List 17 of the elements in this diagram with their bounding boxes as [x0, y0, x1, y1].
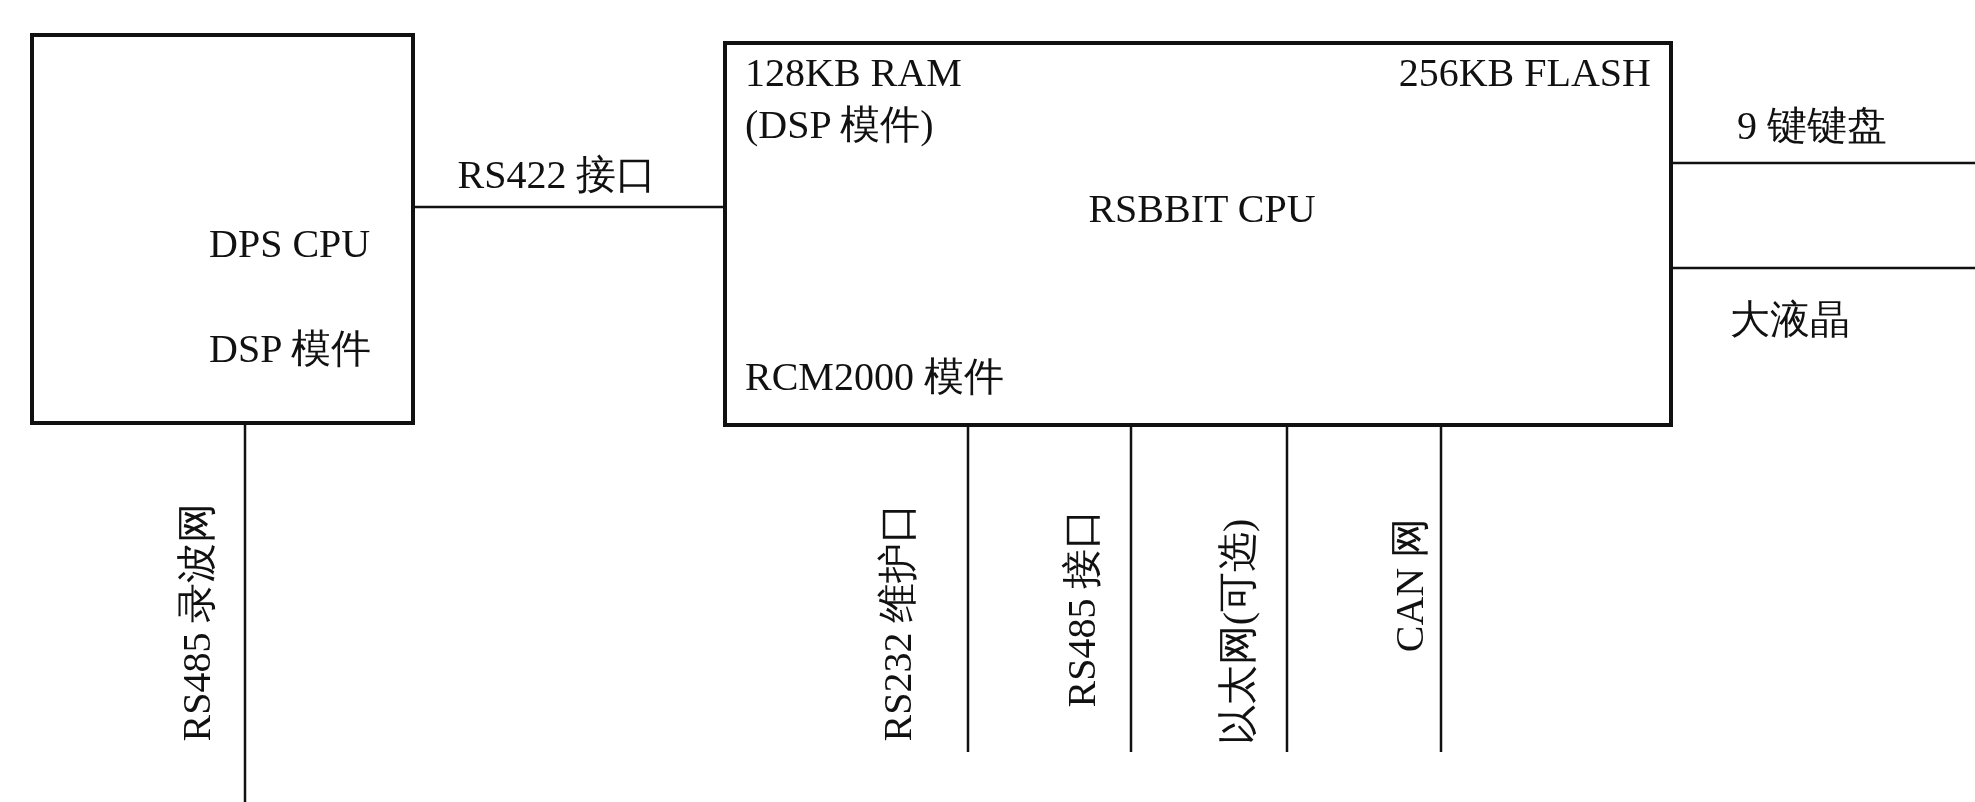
connector-line [966, 427, 970, 752]
module-label: RSBBIT CPU [1088, 187, 1316, 231]
module-box [30, 33, 415, 425]
connector-line [1673, 266, 1975, 270]
module-label: 256KB FLASH [1398, 51, 1651, 95]
connector-line [1285, 427, 1289, 752]
connector-line [1439, 427, 1443, 752]
connector-line [243, 425, 247, 802]
connector-line [415, 205, 723, 209]
connector-line [1129, 427, 1133, 752]
module-label: (DSP 模件) [745, 103, 934, 147]
module-label: 128KB RAM [745, 51, 962, 95]
module-label: RCM2000 模件 [745, 355, 1004, 399]
module-label: DSP 模件 [209, 327, 371, 371]
module-label: DPS CPU [209, 222, 371, 266]
module-box [723, 41, 1673, 427]
connector-line [1673, 161, 1975, 165]
